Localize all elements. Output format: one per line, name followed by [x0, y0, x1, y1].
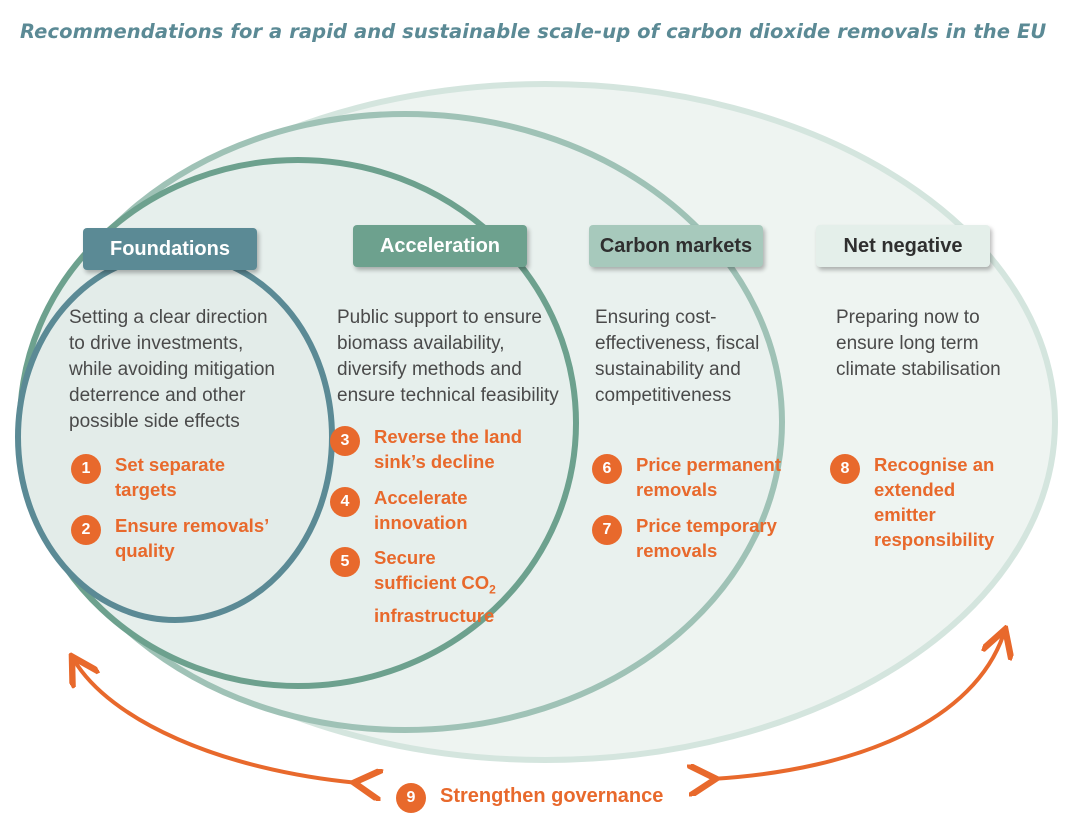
recommendation-8: 8 Recognise an extended emitter responsi…	[830, 452, 994, 552]
recommendation-9: 9 Strengthen governance	[396, 781, 663, 813]
net-negative-description: Preparing now to ensure long term climat…	[836, 305, 1001, 383]
recommendation-label: Price permanent removals	[636, 454, 781, 500]
number-badge: 2	[71, 515, 101, 545]
description-line: sustainability and	[595, 359, 741, 380]
number-badge: 6	[592, 454, 622, 484]
description-line: competitiveness	[595, 385, 732, 406]
carbon-markets-description: Ensuring cost- effectiveness, fiscal sus…	[595, 305, 759, 409]
recommendation-label: Ensure removals’ quality	[115, 515, 270, 561]
number-badge: 5	[330, 547, 360, 577]
recommendation-5: 5 Secure sufficient CO2 infrastructure	[330, 545, 496, 628]
recommendation-label: Reverse the land sink’s decline	[374, 426, 523, 472]
recommendation-1: 1 Set separate targets	[71, 452, 225, 502]
description-line: diversify methods and	[337, 359, 522, 380]
acceleration-description: Public support to ensure biomass availab…	[337, 305, 559, 409]
number-badge: 4	[330, 487, 360, 517]
recommendation-label: Price temporary removals	[636, 515, 777, 561]
description-line: possible side effects	[69, 411, 240, 432]
recommendation-label: Secure sufficient CO2 infrastructure	[374, 547, 496, 626]
recommendation-label: Recognise an extended emitter responsibi…	[874, 454, 995, 550]
description-line: Public support to ensure	[337, 307, 542, 328]
number-badge: 8	[830, 454, 860, 484]
number-badge: 7	[592, 515, 622, 545]
recommendation-2: 2 Ensure removals’ quality	[71, 513, 269, 563]
description-line: Ensuring cost-	[595, 307, 717, 328]
number-badge: 1	[71, 454, 101, 484]
arrow-left	[74, 660, 358, 783]
tab-acceleration: Acceleration	[353, 225, 527, 267]
recommendation-6: 6 Price permanent removals	[592, 452, 781, 502]
tab-foundations: Foundations	[83, 228, 257, 270]
number-badge: 9	[396, 783, 426, 813]
tab-net-negative: Net negative	[816, 225, 990, 267]
co2-subscript: 2	[489, 582, 496, 597]
description-line: biomass availability,	[337, 333, 505, 354]
description-line: ensure long term	[836, 333, 979, 354]
description-line: effectiveness, fiscal	[595, 333, 760, 354]
recommendation-7: 7 Price temporary removals	[592, 513, 777, 563]
number-badge: 3	[330, 426, 360, 456]
foundations-description: Setting a clear direction to drive inves…	[69, 305, 275, 435]
description-line: while avoiding mitigation	[69, 359, 275, 380]
recommendation-4: 4 Accelerate innovation	[330, 485, 468, 535]
description-line: climate stabilisation	[836, 359, 1001, 380]
description-line: deterrence and other	[69, 385, 246, 406]
tab-carbon-markets: Carbon markets	[589, 225, 763, 267]
description-line: Setting a clear direction	[69, 307, 268, 328]
description-line: ensure technical feasibility	[337, 385, 559, 406]
recommendation-label: Set separate targets	[115, 454, 226, 500]
recommendation-label: Strengthen governance	[440, 785, 664, 807]
description-line: Preparing now to	[836, 307, 980, 328]
recommendation-label: Accelerate innovation	[374, 487, 468, 533]
arrow-right	[712, 633, 1004, 779]
diagram-title: Recommendations for a rapid and sustaina…	[20, 20, 1047, 43]
recommendation-3: 3 Reverse the land sink’s decline	[330, 424, 522, 474]
description-line: to drive investments,	[69, 333, 244, 354]
